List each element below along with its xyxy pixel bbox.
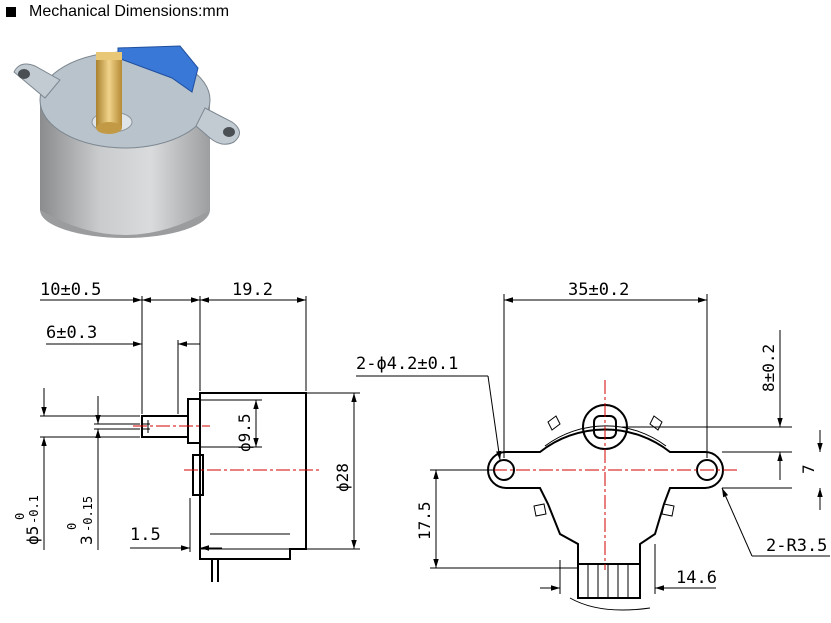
dim-body-length: 19.2	[232, 280, 273, 300]
dim-ear-width: 7	[799, 464, 818, 474]
square-bullet-icon	[6, 7, 16, 17]
dim-shaft-diameter: ϕ5	[23, 526, 42, 545]
section-title: Mechanical Dimensions:mm	[29, 3, 230, 20]
dim-hole-spacing: 35±0.2	[568, 280, 629, 300]
dim-lower-height: 17.5	[415, 501, 434, 540]
section-header: Mechanical Dimensions:mm	[6, 2, 229, 22]
dim-shaft-diameter-tol-lower: -0.1	[27, 495, 41, 524]
dim-mounting-hole-diameter: 2-ϕ4.2±0.1	[356, 354, 458, 374]
dim-flat-width-tol-upper: 0	[65, 523, 79, 530]
dim-boss-diameter: ϕ9.5	[235, 413, 254, 452]
stepper-motor-photo-icon	[13, 45, 240, 238]
front-view: 35±0.2 2-ϕ4.2±0.1 8±0.2 7 17.5 2-R3.5 14…	[356, 280, 830, 611]
dim-shaft-diameter-tol-upper: 0	[13, 513, 27, 520]
dim-lower-width: 14.6	[676, 568, 717, 588]
dim-shaft-length: 10±0.5	[40, 280, 101, 300]
dim-body-diameter: ϕ28	[333, 463, 352, 492]
side-view: 10±0.5 19.2 6±0.3 ϕ9.5 ϕ28 ϕ5 0	[13, 280, 360, 582]
dim-flat-length: 6±0.3	[46, 323, 97, 343]
boss-outline	[187, 398, 201, 444]
front-outline	[487, 428, 724, 565]
lead-wires	[577, 563, 641, 599]
dim-flat-width: 3	[77, 535, 96, 545]
dim-flat-width-tol-lower: -0.15	[81, 496, 95, 532]
dim-ear-thickness: 1.5	[130, 525, 161, 545]
dim-ear-radius: 2-R3.5	[766, 536, 827, 556]
mounting-ear-outline	[192, 454, 204, 496]
dim-shaft-offset: 8±0.2	[759, 344, 778, 392]
